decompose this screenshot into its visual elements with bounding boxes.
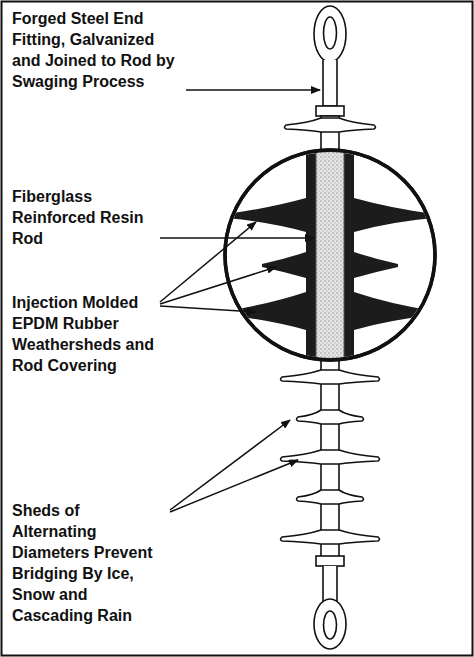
- leader-lines: [160, 90, 320, 512]
- weathershed: [285, 118, 376, 132]
- part-label: Injection Molded EPDM Rubber Weathershed…: [12, 292, 157, 376]
- weathersheds: [285, 118, 376, 132]
- cross-section: [226, 140, 434, 370]
- weathershed: [297, 410, 364, 424]
- weathershed: [281, 370, 380, 384]
- part-label: Sheds of Alternating Diameters Prevent B…: [12, 500, 167, 626]
- weathershed: [297, 490, 364, 504]
- weathersheds: [281, 370, 380, 544]
- part-label: Fiberglass Reinforced Resin Rod: [12, 186, 157, 249]
- weathershed: [281, 530, 380, 544]
- weathershed: [281, 450, 380, 464]
- bottom-end-fitting: [314, 556, 346, 649]
- fiberglass-rod: [316, 140, 344, 370]
- top-end-fitting: [314, 6, 346, 116]
- part-label: Forged Steel End Fitting, Galvanized and…: [12, 8, 182, 92]
